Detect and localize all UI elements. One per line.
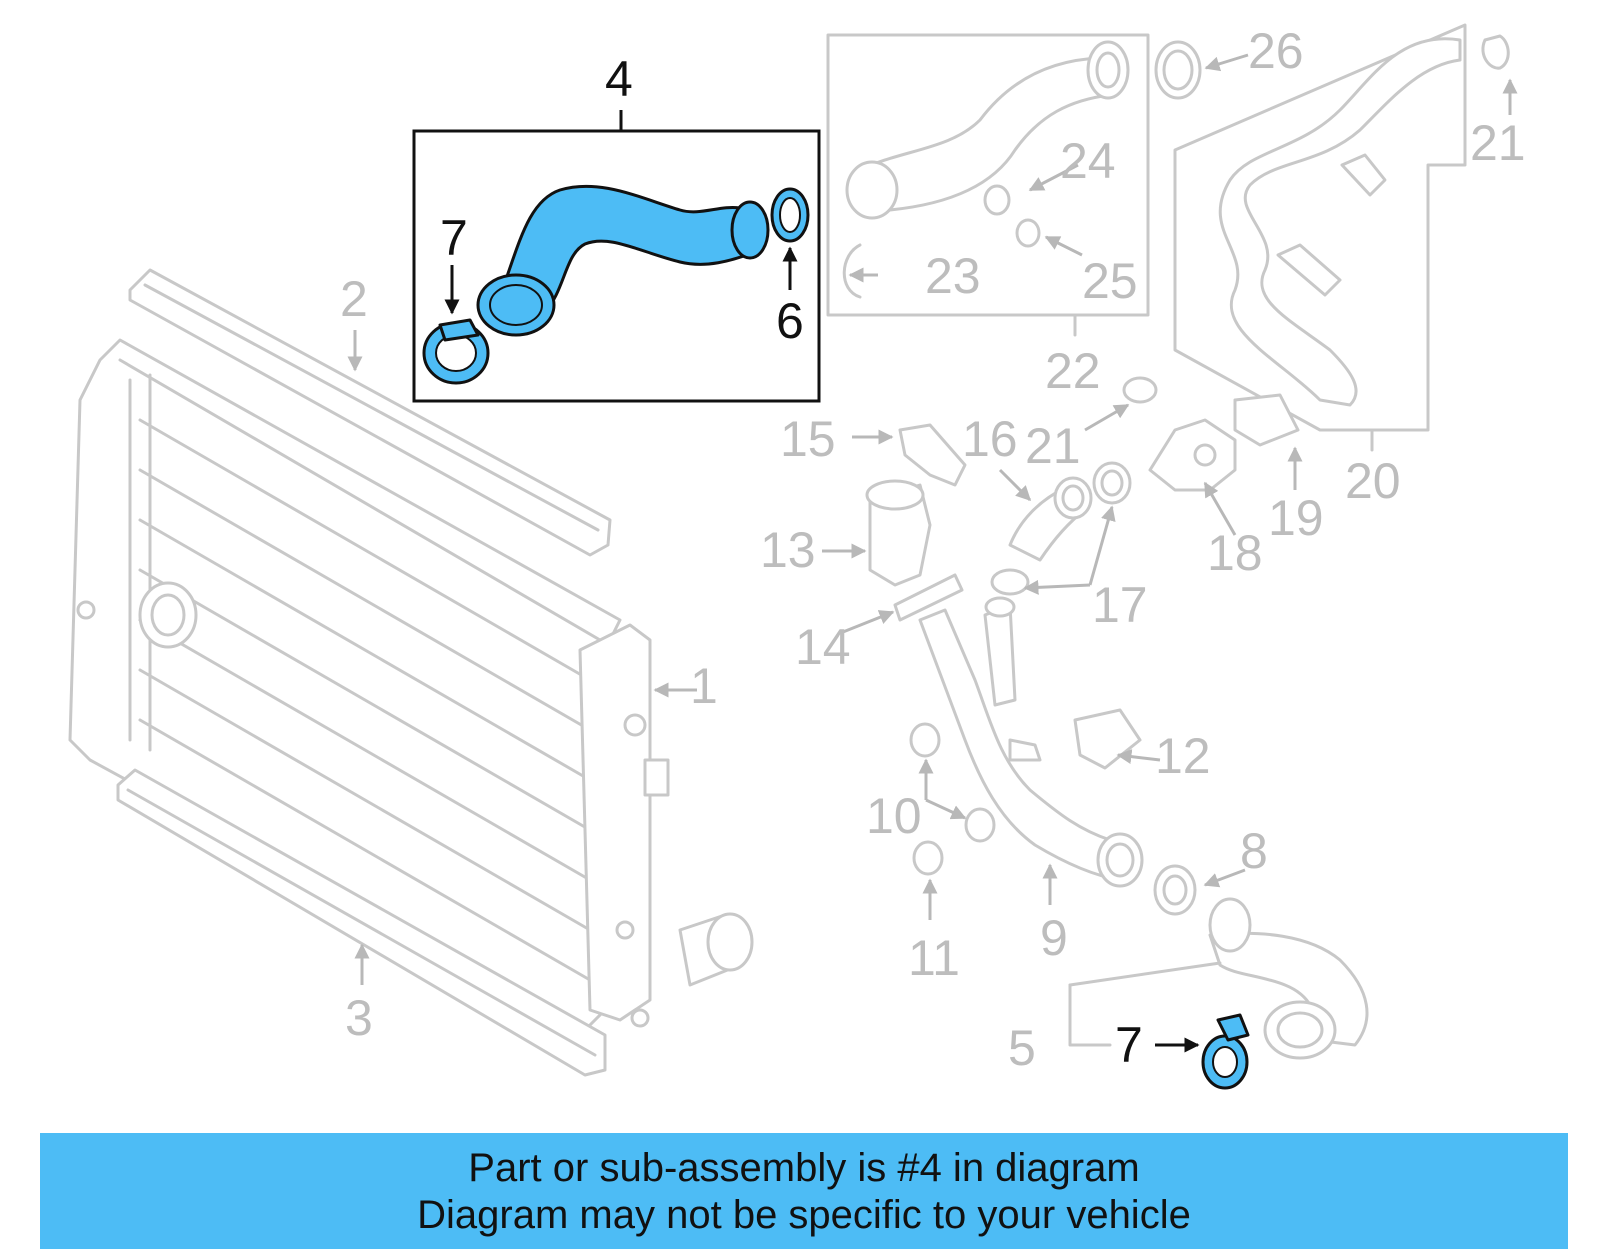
charge-pipe-part-9 xyxy=(918,596,1144,888)
callout-10: 10 xyxy=(866,788,922,844)
callout-22: 22 xyxy=(1045,343,1101,399)
callout-1: 1 xyxy=(690,658,718,714)
lower-rail-part-3 xyxy=(116,768,607,1077)
clamp-part-14 xyxy=(893,573,964,622)
callout-6: 6 xyxy=(776,293,804,349)
callout-2: 2 xyxy=(340,271,368,327)
hose-part-5 xyxy=(1068,897,1369,1060)
callout-3: 3 xyxy=(345,990,373,1046)
banner-line-1: Part or sub-assembly is #4 in diagram xyxy=(468,1146,1140,1190)
hose-part-4 xyxy=(476,184,770,337)
callout-9: 9 xyxy=(1040,910,1068,966)
intercooler-part-1 xyxy=(68,338,754,1032)
callout-20: 20 xyxy=(1345,453,1401,509)
callout-24: 24 xyxy=(1060,133,1116,189)
callout-16: 16 xyxy=(962,411,1018,467)
callout-18: 18 xyxy=(1207,525,1263,581)
callout-5: 5 xyxy=(1008,1020,1036,1076)
callout-19: 19 xyxy=(1268,490,1324,546)
callout-21-top: 21 xyxy=(1470,115,1526,171)
hose-part-16 xyxy=(1008,476,1093,562)
callout-12: 12 xyxy=(1155,728,1211,784)
hose-part-13 xyxy=(865,479,932,587)
o-ring-part-6 xyxy=(770,187,810,243)
callout-23: 23 xyxy=(925,248,981,304)
bracket-part-19 xyxy=(1233,393,1300,447)
callout-25: 25 xyxy=(1082,253,1138,309)
grommet-part-10 xyxy=(909,722,996,843)
callout-13: 13 xyxy=(760,522,816,578)
clamp-part-17 xyxy=(990,461,1132,596)
callout-4: 4 xyxy=(605,51,633,107)
callout-15: 15 xyxy=(780,411,836,467)
o-ring-part-26 xyxy=(1154,40,1202,100)
callout-11: 11 xyxy=(908,930,960,986)
clamp-part-7-bottom xyxy=(1201,1013,1250,1090)
callout-14: 14 xyxy=(795,619,851,675)
clamp-part-8 xyxy=(1153,864,1197,916)
banner-line-2: Diagram may not be specific to your vehi… xyxy=(417,1193,1191,1237)
bracket-part-12 xyxy=(1073,708,1142,770)
grommet-part-11 xyxy=(912,840,944,876)
clamp-part-7-top xyxy=(422,318,490,385)
clamp-part-21-mid xyxy=(1122,376,1158,404)
housing-part-18 xyxy=(1148,418,1237,492)
group-20 xyxy=(1173,23,1510,452)
callout-17: 17 xyxy=(1092,577,1148,633)
callout-7-top: 7 xyxy=(440,210,468,266)
callout-7-bottom: 7 xyxy=(1115,1017,1143,1073)
callout-26: 26 xyxy=(1248,23,1304,79)
group-22 xyxy=(826,33,1150,337)
sensor-part-15 xyxy=(898,423,967,487)
callout-8: 8 xyxy=(1240,823,1268,879)
upper-rail-part-2 xyxy=(128,268,612,557)
info-banner: Part or sub-assembly is #4 in diagram Di… xyxy=(40,1133,1568,1249)
callout-21-mid: 21 xyxy=(1025,418,1081,474)
